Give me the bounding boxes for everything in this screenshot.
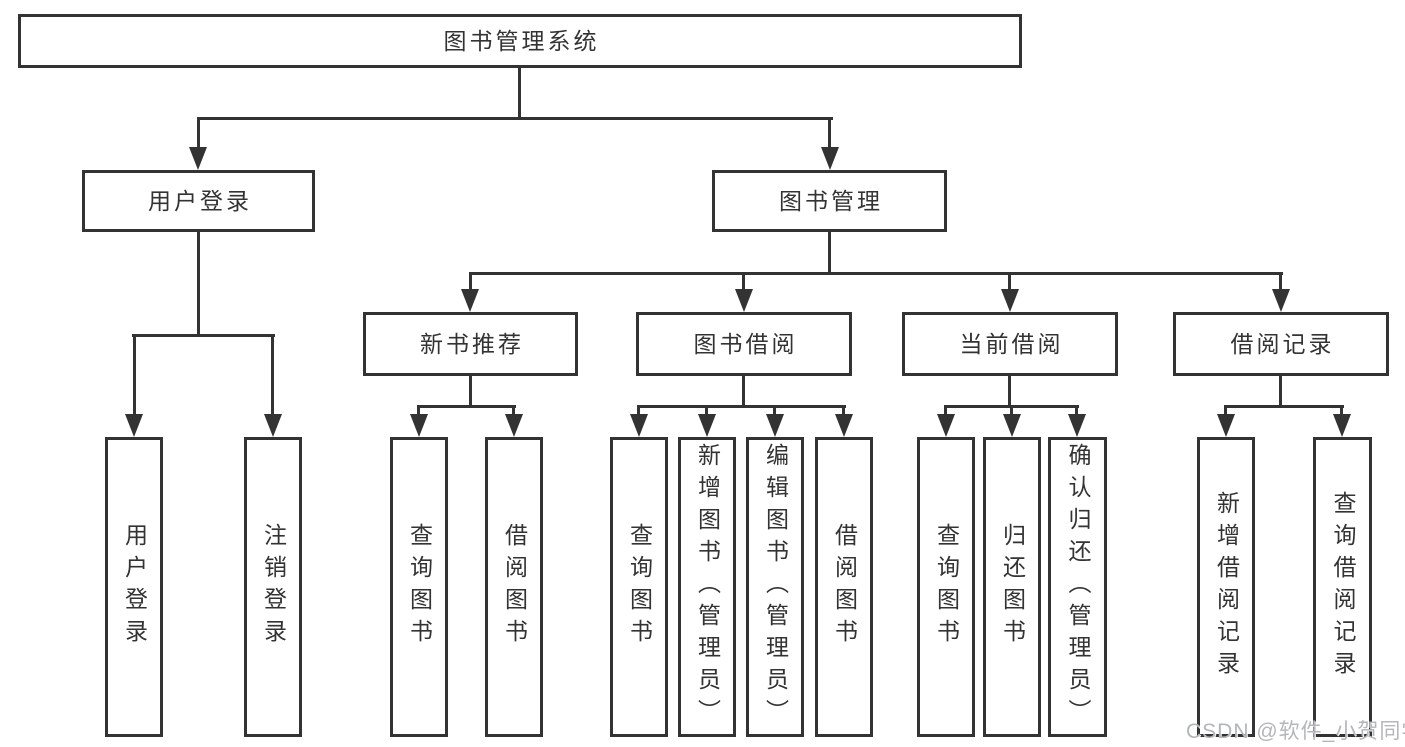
arrowhead-down-icon — [735, 289, 753, 312]
node-leaf-nbr-borrow-book: 借阅图书 — [485, 437, 543, 737]
node-label: 归还图书 — [999, 523, 1026, 651]
connector-line — [828, 230, 831, 274]
arrowhead-down-icon — [766, 414, 784, 437]
node-book-borrow: 图书借阅 — [636, 312, 852, 376]
node-label: 注销登录 — [260, 523, 287, 651]
node-label: 图书管理 — [779, 187, 883, 214]
node-label: 用户登录 — [148, 187, 252, 214]
node-label: 新增借阅记录 — [1213, 491, 1240, 683]
node-leaf-bb-borrow-book: 借阅图书 — [815, 437, 873, 737]
node-label: 查询图书 — [406, 523, 433, 651]
arrowhead-down-icon — [264, 414, 282, 437]
node-leaf-bb-add-book: 新增图书（管理员） — [678, 437, 736, 737]
connector-line — [1340, 405, 1343, 419]
connector-line — [705, 405, 708, 419]
node-label: 当前借阅 — [959, 330, 1064, 357]
node-label: 图书管理系统 — [443, 27, 600, 54]
node-leaf-cb-confirm-return: 确认归还（管理员） — [1048, 437, 1107, 737]
connector-line — [1008, 375, 1011, 408]
connector-line — [1224, 405, 1344, 408]
node-label: 编辑图书（管理员） — [762, 443, 789, 731]
node-root: 图书管理系统 — [18, 14, 1022, 68]
connector-line — [637, 405, 846, 408]
node-leaf-nbr-query-book: 查询图书 — [390, 437, 448, 737]
connector-line — [742, 272, 745, 294]
connector-line — [469, 272, 1283, 275]
node-book-mgmt: 图书管理 — [712, 170, 947, 232]
node-label: 图书借阅 — [693, 330, 798, 357]
connector-line — [1279, 272, 1282, 294]
arrowhead-down-icon — [835, 414, 853, 437]
connector-line — [773, 405, 776, 419]
connector-line — [469, 375, 472, 408]
connector-line — [271, 334, 274, 418]
connector-line — [1008, 272, 1011, 294]
connector-line — [637, 405, 640, 419]
node-leaf-br-query-record: 查询借阅记录 — [1313, 437, 1372, 737]
node-label: 借阅图书 — [831, 523, 858, 651]
arrowhead-down-icon — [630, 414, 648, 437]
arrowhead-down-icon — [1001, 289, 1019, 312]
connector-line — [1075, 405, 1078, 419]
connector-line — [518, 68, 521, 118]
node-label: 用户登录 — [121, 523, 148, 651]
connector-line — [828, 117, 831, 150]
connector-line — [417, 405, 420, 419]
arrowhead-down-icon — [410, 414, 428, 437]
node-current-borrow: 当前借阅 — [902, 312, 1118, 376]
arrowhead-down-icon — [1068, 414, 1086, 437]
connector-line — [1279, 375, 1282, 408]
arrowhead-down-icon — [1272, 289, 1290, 312]
node-leaf-bb-edit-book: 编辑图书（管理员） — [746, 437, 804, 737]
connector-line — [742, 375, 745, 408]
connector-line — [469, 272, 472, 294]
node-label: 查询图书 — [933, 523, 960, 651]
arrowhead-down-icon — [698, 414, 716, 437]
node-leaf-user-login: 用户登录 — [105, 437, 163, 737]
connector-line — [133, 334, 136, 418]
node-leaf-logout: 注销登录 — [244, 437, 302, 737]
arrowhead-down-icon — [1333, 414, 1351, 437]
node-label: 新增图书（管理员） — [694, 443, 721, 731]
arrowhead-down-icon — [821, 147, 839, 170]
node-borrow-records: 借阅记录 — [1173, 312, 1389, 376]
node-leaf-cb-return-book: 归还图书 — [983, 437, 1041, 737]
node-label: 借阅图书 — [501, 523, 528, 651]
connector-line — [1010, 405, 1013, 419]
node-leaf-br-add-record: 新增借阅记录 — [1197, 437, 1255, 737]
arrowhead-down-icon — [1217, 414, 1235, 437]
node-label: 新书推荐 — [420, 330, 524, 357]
connector-line — [1224, 405, 1227, 419]
connector-line — [417, 405, 516, 408]
arrowhead-down-icon — [189, 147, 207, 170]
connector-line — [197, 117, 200, 150]
connector-line — [197, 117, 833, 120]
arrowhead-down-icon — [505, 414, 523, 437]
arrowhead-down-icon — [937, 414, 955, 437]
node-label: 查询借阅记录 — [1330, 491, 1356, 683]
csdn-watermark: CSDN @软件_小贺同学 — [1186, 720, 1405, 743]
node-user-login: 用户登录 — [82, 170, 315, 232]
connector-line — [132, 334, 275, 337]
connector-line — [197, 230, 200, 336]
node-label: 查询图书 — [626, 523, 653, 651]
node-leaf-cb-query-book: 查询图书 — [917, 437, 975, 737]
arrowhead-down-icon — [1003, 414, 1021, 437]
node-label: 确认归还（管理员） — [1065, 443, 1091, 731]
node-leaf-bb-query-book: 查询图书 — [610, 437, 668, 737]
connector-line — [512, 405, 515, 419]
node-new-book-rec: 新书推荐 — [363, 312, 578, 376]
connector-line — [944, 405, 947, 419]
arrowhead-down-icon — [461, 289, 479, 312]
node-label: 借阅记录 — [1230, 330, 1335, 357]
connector-line — [842, 405, 845, 419]
arrowhead-down-icon — [125, 414, 143, 437]
